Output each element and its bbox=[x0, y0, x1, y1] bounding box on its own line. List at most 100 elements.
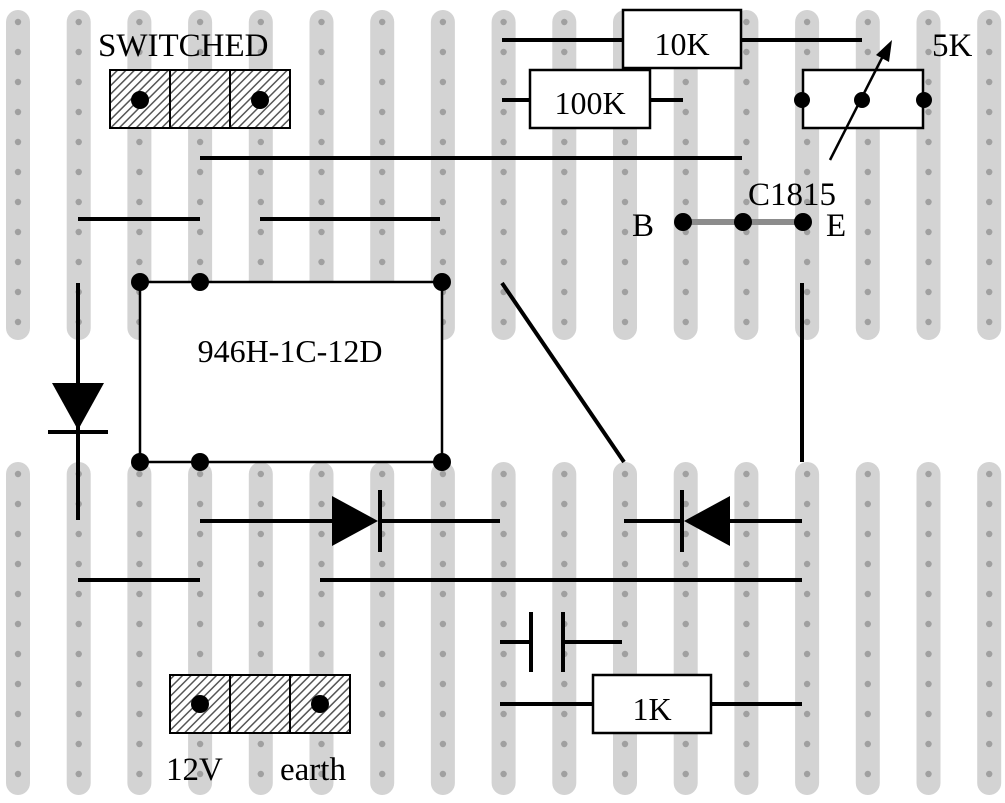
strip-hole bbox=[986, 710, 993, 718]
strip-hole bbox=[864, 740, 871, 748]
strip-hole bbox=[500, 650, 507, 658]
strip-hole bbox=[318, 740, 325, 748]
strip-hole bbox=[318, 168, 325, 176]
strip-hole bbox=[379, 258, 386, 266]
strip-hole bbox=[925, 740, 932, 748]
strip-hole bbox=[439, 680, 447, 688]
emitter-pin-label: E bbox=[826, 208, 846, 244]
strip-hole bbox=[621, 198, 629, 206]
strip-hole bbox=[439, 18, 447, 26]
strip-hole bbox=[196, 770, 204, 778]
strip-hole bbox=[743, 560, 750, 568]
strip-hole bbox=[621, 228, 629, 236]
strip-hole bbox=[14, 650, 22, 658]
strip-hole bbox=[75, 48, 82, 56]
strip-hole bbox=[439, 710, 447, 718]
strip-hole bbox=[75, 258, 82, 266]
strip-hole bbox=[196, 650, 204, 658]
resistor-100k-label: 100K bbox=[554, 85, 625, 121]
strip-hole bbox=[75, 710, 82, 718]
strip-hole bbox=[682, 258, 689, 266]
strip-hole bbox=[864, 710, 871, 718]
strip-hole bbox=[561, 258, 568, 266]
strip-hole bbox=[500, 318, 507, 326]
strip-hole bbox=[439, 138, 447, 146]
strip-hole bbox=[864, 18, 871, 26]
strip-hole bbox=[14, 288, 22, 296]
strip-hole bbox=[257, 18, 264, 26]
copper-strip bbox=[916, 462, 941, 795]
copper-strip bbox=[855, 462, 880, 795]
strip-hole bbox=[75, 18, 82, 26]
strip-hole bbox=[257, 620, 264, 628]
strip-hole bbox=[136, 710, 143, 718]
strip-hole bbox=[986, 530, 993, 538]
strip-hole bbox=[500, 198, 507, 206]
strip-hole bbox=[318, 108, 325, 116]
strip-hole bbox=[803, 18, 811, 26]
strip-hole bbox=[561, 318, 568, 326]
strip-hole bbox=[257, 138, 264, 146]
strip-hole bbox=[500, 168, 507, 176]
strip-hole bbox=[75, 650, 82, 658]
strip-hole bbox=[14, 740, 22, 748]
strip-hole bbox=[864, 138, 871, 146]
strip-hole bbox=[136, 650, 143, 658]
v12-label: 12V bbox=[166, 752, 223, 788]
strip-hole bbox=[986, 470, 993, 478]
strip-hole bbox=[986, 168, 993, 176]
strip-hole bbox=[439, 198, 447, 206]
strip-hole bbox=[136, 138, 143, 146]
strip-hole bbox=[439, 168, 447, 176]
strip-hole bbox=[14, 78, 22, 86]
base-pin-label: B bbox=[632, 208, 654, 244]
strip-hole bbox=[500, 500, 507, 508]
strip-hole bbox=[864, 530, 871, 538]
strip-hole bbox=[196, 168, 204, 176]
strip-hole bbox=[682, 500, 689, 508]
strip-hole bbox=[500, 620, 507, 628]
wire-link bbox=[500, 281, 626, 464]
screw-terminal-icon bbox=[131, 91, 149, 109]
strip-hole bbox=[743, 590, 750, 598]
strip-hole bbox=[196, 740, 204, 748]
strip-hole bbox=[682, 288, 689, 296]
copper-strip bbox=[6, 462, 30, 795]
strip-hole bbox=[682, 770, 689, 778]
strip-hole bbox=[500, 470, 507, 478]
strip-hole bbox=[682, 168, 689, 176]
strip-hole bbox=[257, 500, 264, 508]
strip-hole bbox=[925, 770, 932, 778]
strip-hole bbox=[743, 78, 750, 86]
strip-hole bbox=[257, 650, 264, 658]
strip-hole bbox=[379, 560, 386, 568]
strip-hole bbox=[803, 258, 811, 266]
strip-hole bbox=[743, 258, 750, 266]
strip-hole bbox=[986, 740, 993, 748]
strip-hole bbox=[561, 590, 568, 598]
strip-hole bbox=[925, 228, 932, 236]
strip-hole bbox=[14, 48, 22, 56]
strip-hole bbox=[257, 168, 264, 176]
strip-hole bbox=[439, 48, 447, 56]
strip-hole bbox=[318, 78, 325, 86]
strip-hole bbox=[318, 18, 325, 26]
strip-hole bbox=[864, 680, 871, 688]
strip-hole bbox=[561, 680, 568, 688]
strip-hole bbox=[257, 530, 264, 538]
strip-hole bbox=[561, 168, 568, 176]
strip-hole bbox=[743, 198, 750, 206]
strip-hole bbox=[196, 530, 204, 538]
strip-hole bbox=[864, 48, 871, 56]
strip-hole bbox=[561, 530, 568, 538]
strip-hole bbox=[75, 228, 82, 236]
strip-hole bbox=[986, 500, 993, 508]
strip-hole bbox=[379, 650, 386, 658]
strip-hole bbox=[803, 500, 811, 508]
strip-hole bbox=[318, 470, 325, 478]
strip-hole bbox=[14, 258, 22, 266]
diode-icon bbox=[680, 490, 730, 552]
strip-hole bbox=[803, 740, 811, 748]
strip-hole bbox=[379, 680, 386, 688]
